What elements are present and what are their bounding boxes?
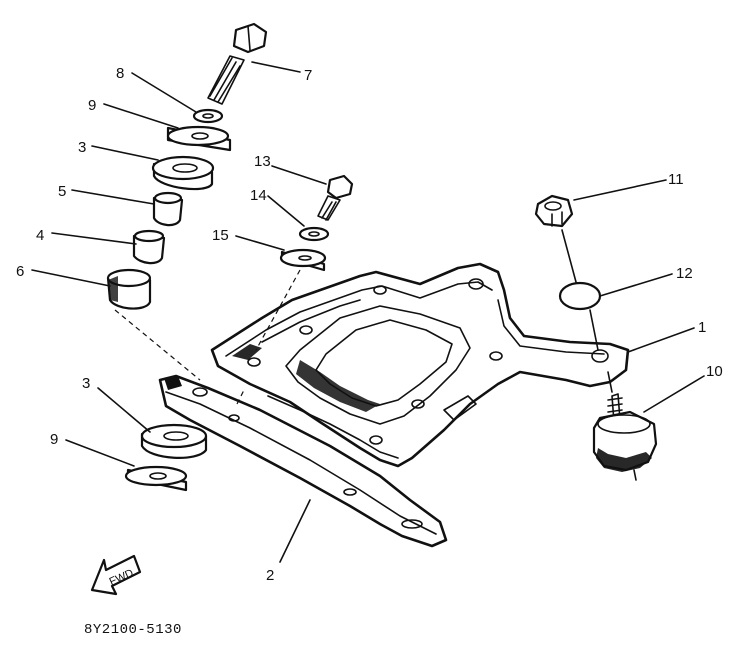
- callout-13: 13: [254, 153, 271, 170]
- small-washer-8: [192, 108, 224, 124]
- callout-6: 6: [16, 263, 24, 280]
- callout-11: 11: [668, 171, 684, 188]
- callout-5: 5: [58, 183, 66, 200]
- mounting-plate: [210, 262, 630, 468]
- callout-8: 8: [116, 65, 124, 82]
- fwd-arrow: FWD: [90, 554, 142, 596]
- callout-15: 15: [212, 227, 229, 244]
- nut-11: [534, 194, 574, 228]
- callout-numbers: 1 2 3 3 4 5 6 7 8 9 9 10 11 12 13 14 15: [16, 65, 723, 584]
- washer-14: [298, 226, 330, 242]
- callout-3-upper: 3: [78, 139, 86, 156]
- callout-9-lower: 9: [50, 431, 58, 448]
- leader-lines: [31, 61, 705, 563]
- bolt-13: [317, 174, 354, 221]
- callout-12: 12: [676, 265, 693, 282]
- callout-7: 7: [304, 67, 312, 84]
- rubber-mount-10: [592, 393, 658, 481]
- washer-15: [279, 248, 327, 272]
- callout-2: 2: [266, 567, 274, 584]
- collar-6: [106, 268, 152, 310]
- washer-9-lower: [124, 465, 188, 492]
- callout-1: 1: [698, 319, 706, 336]
- callout-10: 10: [706, 363, 723, 380]
- washer-9-upper: [166, 125, 232, 152]
- callout-9-upper: 9: [88, 97, 96, 114]
- cushion-3-lower: [140, 423, 208, 459]
- washer-12: [558, 281, 602, 311]
- part-code: 8Y2100-5130: [84, 622, 182, 638]
- cushion-3-upper: [151, 155, 215, 191]
- assembly-lines: [114, 229, 613, 405]
- bolt: [207, 22, 268, 105]
- lower-bracket: [158, 374, 448, 548]
- collar-4: [132, 229, 166, 265]
- callout-3-lower: 3: [82, 375, 90, 392]
- callout-14: 14: [250, 187, 267, 204]
- callout-4: 4: [36, 227, 44, 244]
- collar-5: [152, 191, 184, 227]
